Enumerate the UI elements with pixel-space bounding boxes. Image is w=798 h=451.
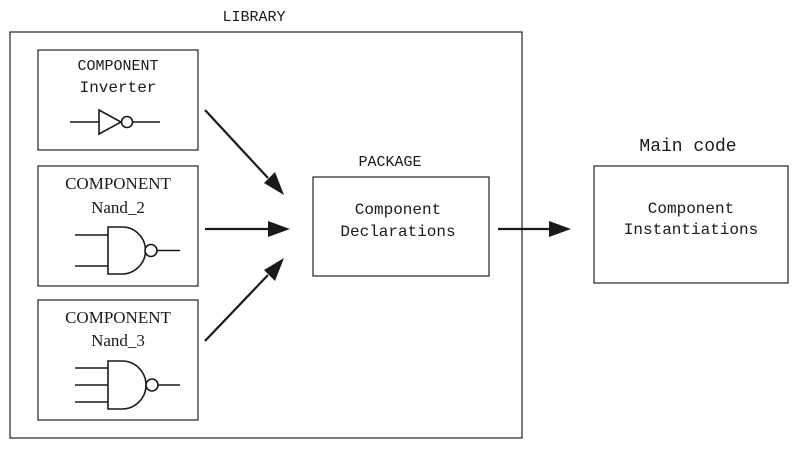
arrow-nand3-to-package <box>204 258 284 342</box>
library-box <box>9 31 523 439</box>
package-line1: Component <box>355 201 441 219</box>
arrow-package-to-main-code <box>498 221 571 237</box>
component-nand2: COMPONENT Nand_2 <box>37 165 199 287</box>
package-box <box>312 176 490 277</box>
component-inverter: COMPONENT Inverter <box>37 49 199 151</box>
component-nand2-heading: COMPONENT <box>65 174 171 193</box>
component-inverter-name: Inverter <box>80 79 157 97</box>
library-label: LIBRARY <box>222 9 285 26</box>
component-nand3-name: Nand_3 <box>91 331 145 350</box>
component-inverter-box <box>37 49 199 151</box>
component-nand2-name: Nand_2 <box>91 198 145 217</box>
component-inverter-heading: COMPONENT <box>77 58 158 75</box>
component-nand3: COMPONENT Nand_3 <box>37 299 199 421</box>
main-code-line2: Instantiations <box>624 221 758 239</box>
inverter-gate-icon <box>70 108 160 136</box>
nand2-gate-icon <box>75 226 180 275</box>
main-code-line1: Component <box>648 200 734 218</box>
package-line2: Declarations <box>340 223 455 241</box>
component-nand2-box <box>37 165 199 287</box>
component-nand3-box <box>37 299 199 421</box>
arrow-nand2-to-package <box>205 221 290 237</box>
main-code-label: Main code <box>639 137 736 157</box>
main-code-box <box>593 165 789 284</box>
component-nand3-heading: COMPONENT <box>65 308 171 327</box>
package-label: PACKAGE <box>358 154 421 171</box>
arrow-inverter-to-package <box>204 109 284 195</box>
nand3-gate-icon <box>75 360 180 410</box>
